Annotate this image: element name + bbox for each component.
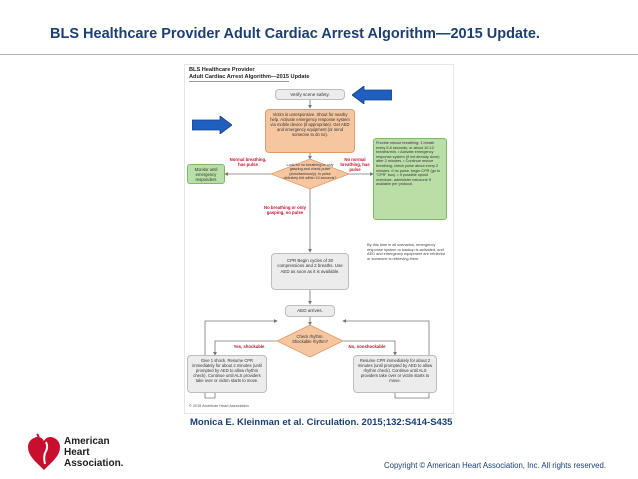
figure-title: BLS Healthcare Provider Adult Cardiac Ar… bbox=[189, 67, 310, 80]
algorithm-figure: BLS Healthcare Provider Adult Cardiac Ar… bbox=[184, 64, 454, 414]
node-resume-cpr: Resume CPR immediately for about 2 minut… bbox=[353, 355, 437, 393]
copyright-notice: Copyright © American Heart Association, … bbox=[384, 461, 606, 470]
label-yes-shockable: Yes, shockable bbox=[233, 344, 265, 349]
node-rescue-breathing: Provide rescue breathing: 1 breath every… bbox=[373, 138, 447, 220]
node-cpr: CPR Begin cycles of 30 compressions and … bbox=[271, 253, 349, 290]
logo-line-1: American bbox=[64, 436, 110, 447]
node-check-breathing-pulse: Look for no breathing or only gasping an… bbox=[283, 163, 337, 180]
citation: Monica E. Kleinman et al. Circulation. 2… bbox=[190, 417, 453, 428]
label-no-nonshockable: No, nonshockable bbox=[348, 344, 386, 349]
connector-rhythm-to-resume bbox=[343, 340, 397, 356]
pointer-arrow-left bbox=[352, 86, 392, 104]
connector-rhythm-to-shock bbox=[213, 340, 277, 356]
label-no-breathing: No breathing or only gasping, no pulse bbox=[263, 205, 306, 215]
label-no-normal-breathing: No normal breathing, has pulse bbox=[340, 157, 370, 172]
node-aed-arrives: AED arrives. bbox=[285, 305, 335, 317]
node-victim-unresponsive: Victim is unresponsive. Shout for nearby… bbox=[265, 109, 355, 153]
logo-line-3: Association. bbox=[64, 458, 124, 469]
loop-shock-to-rhythm bbox=[204, 319, 278, 399]
loop-resume-to-rhythm bbox=[342, 319, 430, 399]
slide-title: BLS Healthcare Provider Adult Cardiac Ar… bbox=[50, 26, 540, 42]
figure-copyright: © 2015 American Heart Association bbox=[189, 404, 249, 408]
node-monitor: Monitor until emergency responders arriv… bbox=[187, 164, 225, 184]
aha-logo: American Heart Association. bbox=[26, 432, 126, 474]
label-normal-breathing: Normal breathing, has pulse bbox=[229, 157, 267, 167]
node-verify-scene: Verify scene safety. bbox=[275, 89, 345, 100]
top-divider bbox=[0, 54, 638, 55]
heart-torch-icon bbox=[28, 433, 60, 470]
figure-title-rule bbox=[189, 81, 289, 82]
figure-title-line1: BLS Healthcare Provider bbox=[189, 67, 255, 73]
logo-line-2: Heart bbox=[64, 447, 90, 458]
aha-logo-text: American Heart Association. bbox=[64, 436, 123, 469]
node-give-shock: Give 1 shock. Resume CPR immediately for… bbox=[187, 355, 267, 393]
node-check-rhythm: Check rhythm. Shockable rhythm? bbox=[292, 334, 328, 344]
decision-diamond-check-breathing bbox=[269, 158, 351, 190]
flow-connectors bbox=[204, 100, 430, 399]
side-note: By this time in all scenarios, emergency… bbox=[367, 242, 446, 262]
figure-title-line2: Adult Cardiac Arrest Algorithm—2015 Upda… bbox=[189, 73, 310, 80]
decision-diamond-check-rhythm bbox=[276, 324, 344, 358]
pointer-arrow-right bbox=[192, 116, 232, 134]
